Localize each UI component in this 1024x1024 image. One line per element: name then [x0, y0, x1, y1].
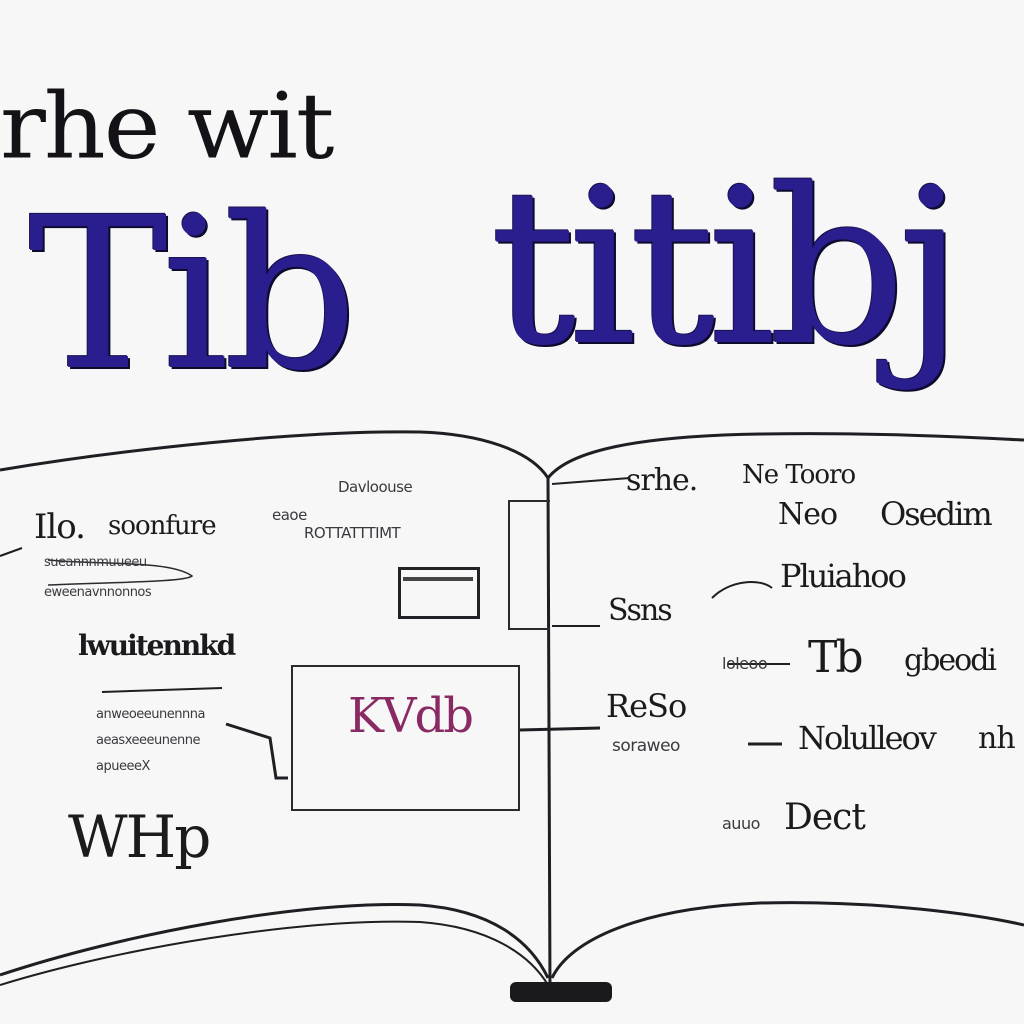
mini-box: [398, 567, 480, 619]
right-line7-a: soraweo: [612, 736, 680, 756]
right-line5-c: gbeodi: [904, 643, 997, 678]
left-line1-b: soonfure: [108, 511, 217, 541]
left-top-label-3: ROTTATTTIMT: [304, 524, 401, 542]
left-heading-2: lwuitennkd: [78, 629, 236, 662]
right-line5-a: loleoo: [722, 654, 768, 673]
right-line8-b: Dect: [784, 797, 866, 838]
left-scribble-5: apueeeX: [96, 759, 150, 774]
left-top-label-2: eaoe: [272, 506, 307, 524]
mini-box-bar: [403, 577, 473, 581]
right-line1-a: srhe.: [626, 463, 698, 498]
left-scribble-4: aeasxeeeunenne: [96, 733, 200, 748]
spine-bracket: [508, 500, 550, 630]
right-line3: Pluiahoo: [780, 557, 907, 595]
right-line2-a: Neo: [778, 497, 838, 532]
right-line1-b: Ne Tooro: [742, 460, 856, 490]
header-small-text: rhe wit: [0, 72, 334, 180]
right-line5-b: Tb: [808, 632, 863, 683]
header-big-left-text: Tib: [28, 172, 358, 417]
right-line4: Ssns: [608, 593, 673, 628]
center-box-label: KVdb: [348, 688, 474, 744]
header-big-right-text: titibj: [490, 142, 965, 393]
right-line8-a: auuo: [722, 814, 760, 833]
right-line7-b: Nolulleov: [798, 719, 937, 757]
left-bottom-text: WHp: [68, 803, 211, 871]
left-scribble-2: eweenavnnonnos: [44, 585, 152, 600]
center-box: [291, 665, 520, 811]
left-top-label-1: Davloouse: [338, 478, 413, 496]
right-line7-c: nh: [978, 721, 1016, 756]
left-line1-a: Ilo.: [34, 507, 86, 547]
left-scribble-1: sueannnmuueeu: [44, 555, 147, 570]
right-line2-b: Osedim: [880, 495, 993, 533]
left-scribble-3: anweoeeunennna: [96, 707, 205, 722]
right-line6: ReSo: [606, 687, 687, 725]
